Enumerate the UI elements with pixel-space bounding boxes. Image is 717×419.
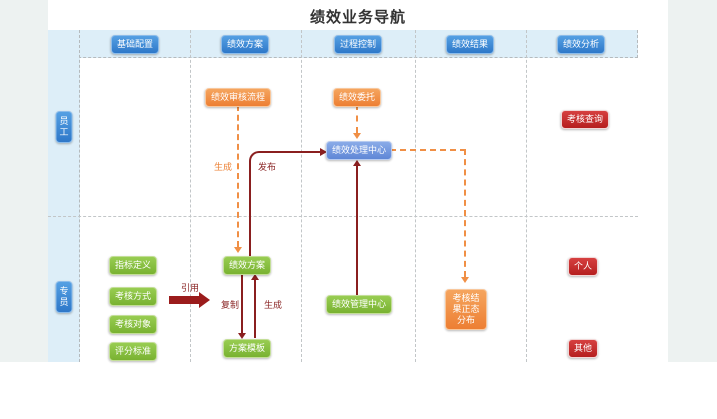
edge-management-to-processing-arrowhead [353, 160, 361, 166]
column-header-performance-plan[interactable]: 绩效方案 [220, 35, 270, 54]
edge-generate-from-review-arrowhead [234, 247, 242, 253]
edge-generate-from-review-label: 生成 [213, 162, 234, 172]
node-other[interactable]: 其他 [567, 339, 599, 358]
node-review-process[interactable]: 绩效审核流程 [204, 88, 272, 107]
edge-generate-from-template-label: 生成 [263, 300, 284, 310]
node-scoring-standard[interactable]: 评分标准 [108, 342, 158, 361]
edge-reference-line [169, 296, 199, 304]
node-plan-template[interactable]: 方案模板 [222, 339, 272, 358]
node-normal-distribution[interactable]: 考核结果正态分布 [445, 289, 487, 330]
row-label-employee[interactable]: 员工 [55, 111, 73, 143]
edge-copy-line [241, 274, 243, 333]
column-header-process-control[interactable]: 过程控制 [333, 35, 383, 54]
edge-to-distribution-arrowhead [461, 277, 469, 283]
edge-generate-from-review-line [237, 105, 239, 247]
page-title: 绩效业务导航 [309, 9, 406, 26]
node-performance-plan[interactable]: 绩效方案 [222, 256, 272, 275]
column-header-basic-config[interactable]: 基础配置 [110, 35, 160, 54]
node-indicator-definition[interactable]: 指标定义 [108, 256, 158, 275]
node-assessment-method[interactable]: 考核方式 [108, 287, 158, 306]
edge-copy-label: 复制 [220, 300, 241, 310]
edge-to-distribution-hline [390, 149, 466, 151]
edge-copy-arrowhead [238, 333, 246, 339]
node-assessment-query[interactable]: 考核查询 [560, 110, 610, 129]
node-processing-center[interactable]: 绩效处理中心 [325, 141, 393, 160]
edge-to-distribution-vline [464, 149, 466, 277]
diagram-stage: 绩效业务导航 基础配置 绩效方案 过程控制 绩效结果 绩效分析 员工 专员 生成 [0, 0, 717, 362]
lane-divider-1 [190, 30, 191, 362]
lane-divider-4 [526, 30, 527, 362]
node-personal[interactable]: 个人 [567, 257, 599, 276]
edge-reference-label: 引用 [181, 283, 200, 293]
column-header-performance-result[interactable]: 绩效结果 [445, 35, 495, 54]
edge-generate-from-template-arrowhead [251, 274, 259, 280]
edge-delegation-arrowhead [353, 133, 361, 139]
node-delegation[interactable]: 绩效委托 [332, 88, 382, 107]
row-label-specialist[interactable]: 专员 [55, 281, 73, 313]
lane-divider-2 [301, 30, 302, 362]
edge-generate-from-template-line [254, 280, 256, 338]
edge-publish-label: 发布 [257, 162, 278, 172]
edge-publish-line [249, 151, 322, 256]
node-management-center[interactable]: 绩效管理中心 [325, 295, 393, 314]
row-divider [48, 216, 638, 217]
edge-publish-arrowhead [320, 148, 327, 156]
node-assessment-target[interactable]: 考核对象 [108, 315, 158, 334]
edge-delegation-line [356, 104, 358, 133]
lane-divider-3 [415, 30, 416, 362]
edge-reference-arrowhead [199, 292, 210, 308]
edge-management-to-processing-line [356, 166, 358, 295]
column-header-performance-analysis[interactable]: 绩效分析 [556, 35, 606, 54]
